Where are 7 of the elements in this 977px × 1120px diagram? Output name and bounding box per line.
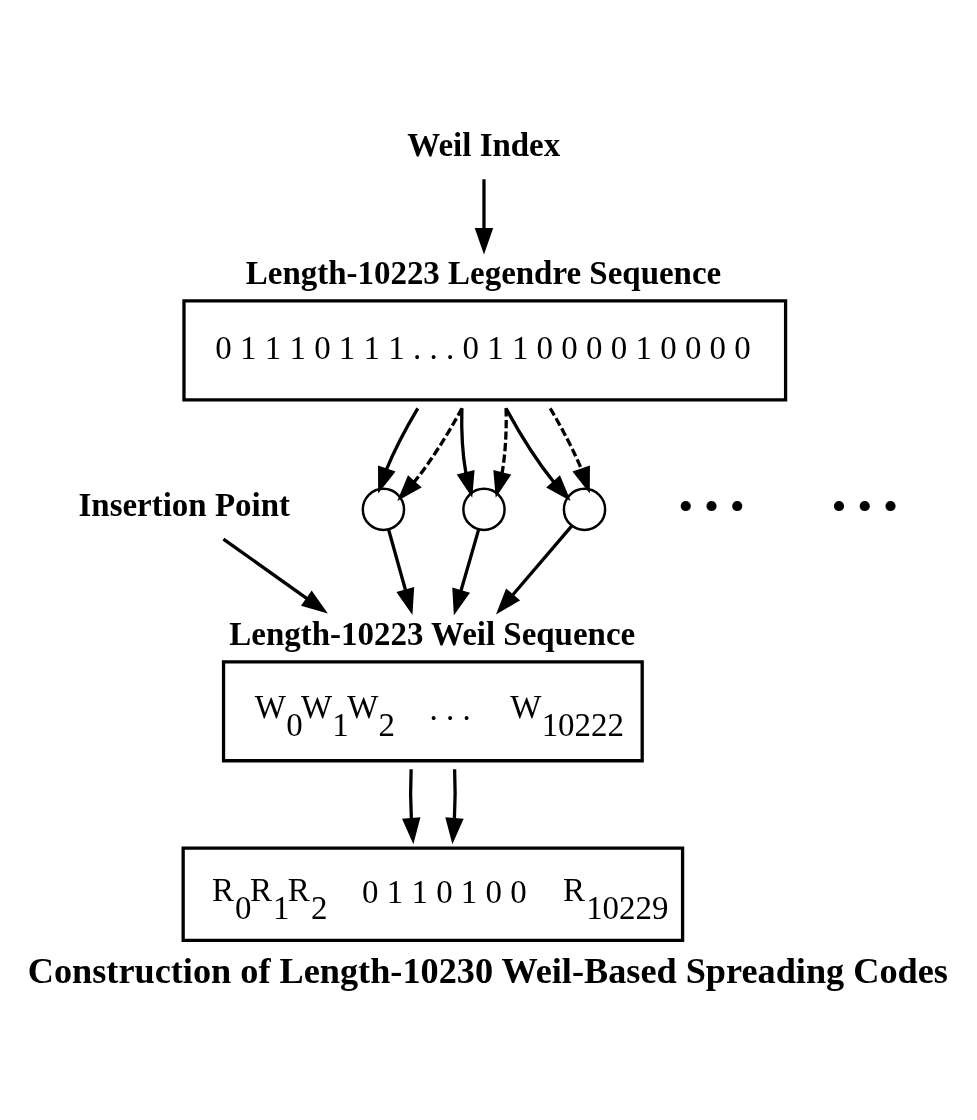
node-label: Length-10223 Legendre Sequence bbox=[245, 254, 722, 291]
label: • • • bbox=[831, 481, 898, 529]
label: • • • bbox=[678, 481, 745, 529]
node-text: Weil Index bbox=[407, 126, 561, 163]
node-label: Length-10223 Weil Sequence bbox=[229, 615, 636, 652]
node-text: Insertion Point bbox=[78, 486, 290, 523]
caption: Construction of Length-10230 Weil-Based Spreading Codes bbox=[27, 950, 948, 991]
